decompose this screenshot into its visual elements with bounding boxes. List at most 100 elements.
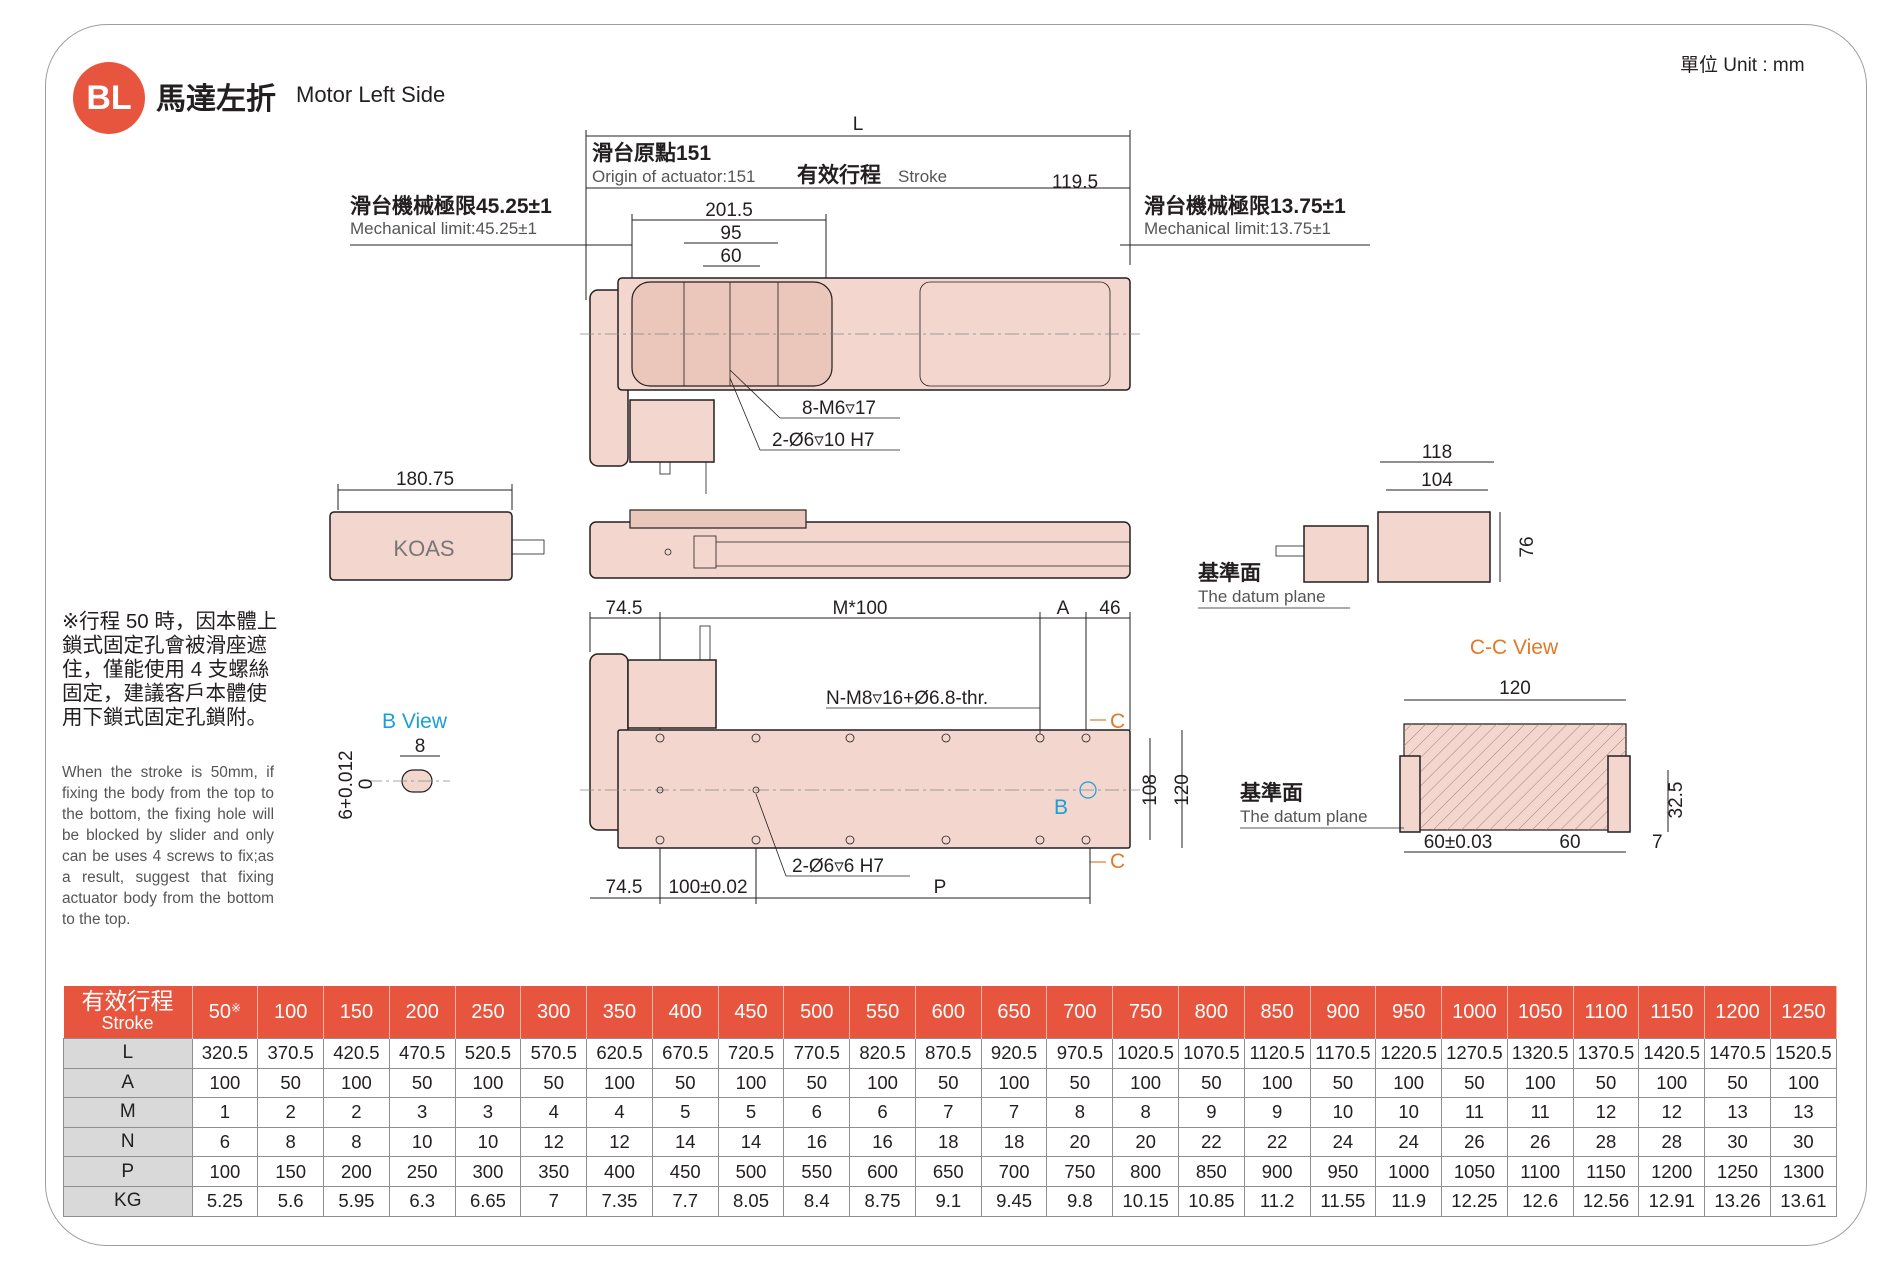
row-label: KG <box>63 1185 193 1217</box>
table-cell: 50 <box>1046 1067 1114 1099</box>
dim-32-5: 32.5 <box>1666 782 1687 819</box>
table-cell: 12.91 <box>1638 1185 1706 1217</box>
table-cell: 13 <box>1769 1097 1838 1128</box>
section-c-bottom: C <box>1110 850 1125 873</box>
table-cell: 50 <box>1309 1067 1377 1099</box>
table-cell: 2 <box>257 1097 325 1128</box>
table-cell: 9.8 <box>1046 1185 1114 1217</box>
dim-76: 76 <box>1517 536 1538 557</box>
table-cell: 870.5 <box>914 1038 982 1069</box>
table-cell: 100 <box>586 1067 653 1099</box>
table-header-stroke: 250 <box>455 986 522 1039</box>
series-badge: BL <box>73 62 145 134</box>
table-cell: 4 <box>586 1097 653 1128</box>
origin-label-en: Origin of actuator:151 <box>592 167 755 186</box>
table-cell: 1420.5 <box>1638 1038 1706 1069</box>
table-cell: 8.75 <box>849 1185 916 1217</box>
slider-side <box>629 509 807 529</box>
table-cell: 11 <box>1441 1097 1508 1128</box>
header-stroke-zh: 有效行程 <box>81 988 174 1014</box>
table-cell: 100 <box>191 1067 259 1099</box>
table-cell: 20 <box>1046 1126 1114 1158</box>
table-cell: 8 <box>1046 1097 1114 1128</box>
table-cell: 50 <box>651 1067 719 1099</box>
row-label: M <box>63 1097 193 1128</box>
table-cell: 12 <box>586 1126 653 1158</box>
table-header-stroke: 850 <box>1244 986 1311 1039</box>
table-cell: 150 <box>257 1156 325 1187</box>
table-cell: 3 <box>454 1097 522 1128</box>
table-cell: 670.5 <box>651 1038 719 1069</box>
table-header-stroke: 100 <box>257 986 325 1039</box>
table-cell: 100 <box>1243 1067 1311 1099</box>
motor-end-right <box>1303 525 1369 583</box>
table-cell: 9.45 <box>980 1185 1048 1217</box>
table-cell: 8.4 <box>783 1185 851 1217</box>
table-header-stroke: 300 <box>520 986 588 1039</box>
table-cell: 30 <box>1769 1126 1838 1158</box>
callout-m8: N-M8▿16+Ø6.8-thr. <box>826 688 988 709</box>
table-header-stroke: 450 <box>718 986 785 1039</box>
section-c-top: C <box>1110 710 1125 733</box>
table-header-stroke: 150 <box>323 986 390 1039</box>
table-cell: 50 <box>914 1067 982 1099</box>
dim-120-cc: 120 <box>1499 678 1531 699</box>
table-cell: 16 <box>783 1126 851 1158</box>
table-cell: 1150 <box>1572 1156 1640 1187</box>
table-cell: 750 <box>1046 1156 1114 1187</box>
table-cell: 450 <box>651 1156 719 1187</box>
koas-logo: KOAS <box>393 536 454 561</box>
table-cell: 420.5 <box>323 1038 390 1069</box>
table-header-stroke: 1050 <box>1507 986 1574 1039</box>
table-header-stroke: 550 <box>849 986 916 1039</box>
table-header-stroke: 900 <box>1310 986 1377 1039</box>
left-end-view: 180.75 KOAS <box>329 469 545 581</box>
dim-201-5: 201.5 <box>705 200 753 221</box>
row-label: L <box>63 1038 193 1069</box>
table-cell: 1200 <box>1638 1156 1706 1187</box>
table-cell: 6 <box>849 1097 916 1128</box>
dim-74-5-top: 74.5 <box>606 598 643 619</box>
table-cell: 800 <box>1112 1156 1179 1187</box>
table-cell: 13 <box>1704 1097 1771 1128</box>
bottom-view: 74.5 M*100 A 46 B N-M8▿16+Ø6.8-thr. C C … <box>580 598 1193 904</box>
table-cell: 6 <box>191 1126 259 1158</box>
table-cell: 20 <box>1112 1126 1179 1158</box>
table-cell: 100 <box>1112 1067 1179 1099</box>
table-cell: 1170.5 <box>1309 1038 1377 1069</box>
table-cell: 320.5 <box>191 1038 259 1069</box>
table-cell: 9 <box>1177 1097 1245 1128</box>
table-cell: 850 <box>1177 1156 1245 1187</box>
table-cell: 400 <box>586 1156 653 1187</box>
table-cell: 1370.5 <box>1572 1038 1640 1069</box>
table-cell: 2 <box>323 1097 390 1128</box>
table-cell: 3 <box>388 1097 456 1128</box>
table-cell: 22 <box>1243 1126 1311 1158</box>
table-header-stroke: 400 <box>652 986 719 1039</box>
table-cell: 10 <box>454 1126 522 1158</box>
table-header-stroke: 800 <box>1178 986 1245 1039</box>
table-header-label: 有效行程 Stroke <box>63 986 193 1039</box>
dim-8: 8 <box>415 736 426 757</box>
table-cell: 5 <box>717 1097 785 1128</box>
table-cell: 1270.5 <box>1441 1038 1508 1069</box>
table-cell: 50 <box>388 1067 456 1099</box>
dim-74-5-bottom: 74.5 <box>606 877 643 898</box>
b-view-title: B View <box>382 710 448 733</box>
table-cell: 100 <box>323 1067 390 1099</box>
table-cell: 50 <box>783 1067 851 1099</box>
dim-60-cc: 60 <box>1559 832 1580 853</box>
dim-108: 108 <box>1140 774 1161 806</box>
table-cell: 1320.5 <box>1506 1038 1574 1069</box>
table-cell: 1100 <box>1506 1156 1574 1187</box>
table-header-stroke: 1100 <box>1573 986 1640 1039</box>
stroke-note-mark: ※ <box>230 1000 242 1015</box>
table-cell: 250 <box>388 1156 456 1187</box>
callout-d6-10: 2-Ø6▿10 H7 <box>772 430 874 451</box>
table-header-stroke: 950 <box>1375 986 1443 1039</box>
dim-46: 46 <box>1099 598 1120 619</box>
table-cell: 600 <box>849 1156 916 1187</box>
